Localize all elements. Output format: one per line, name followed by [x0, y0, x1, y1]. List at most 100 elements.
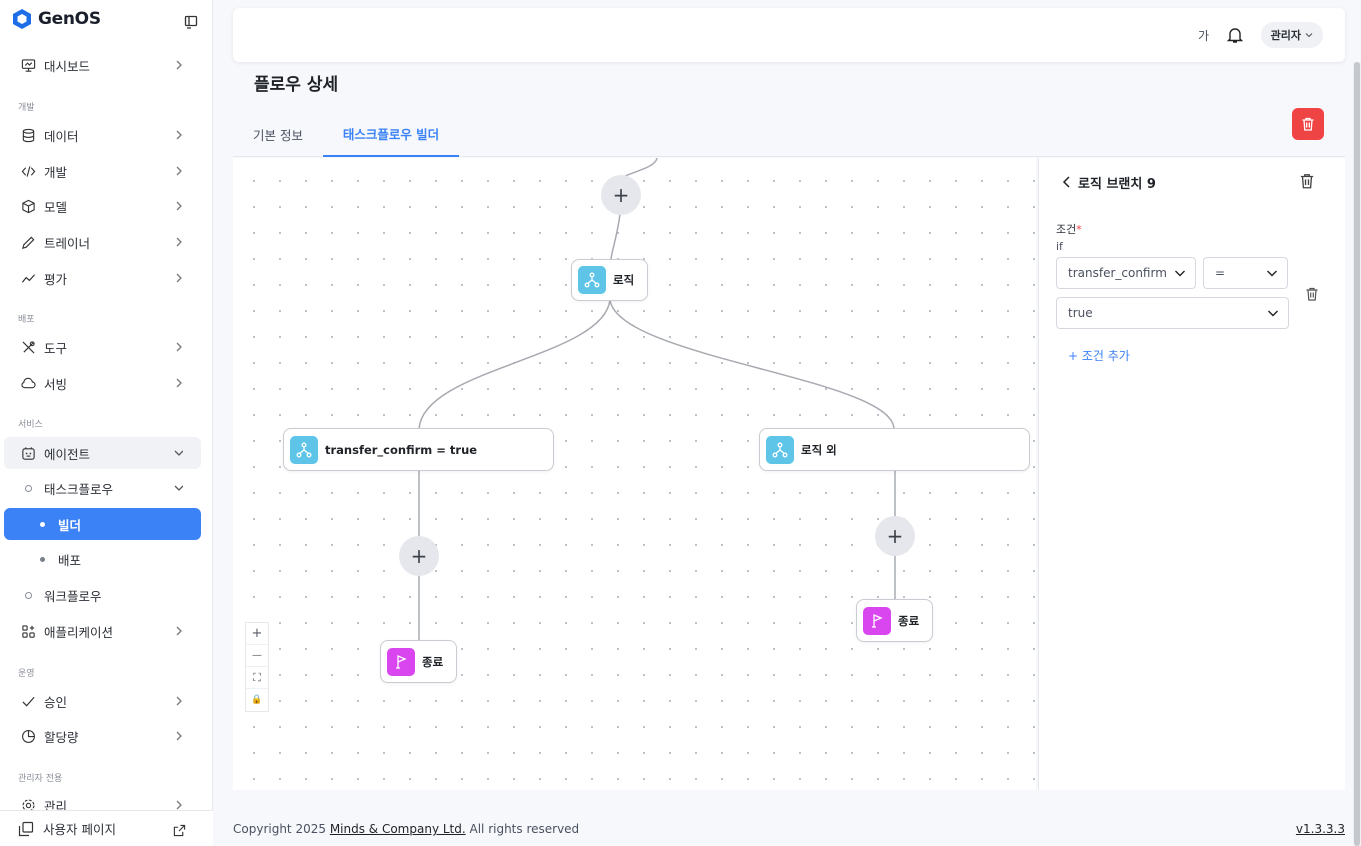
nav-section-admin: 관리자 전용 — [18, 774, 63, 784]
bell-icon[interactable] — [1226, 26, 1244, 44]
user-menu[interactable]: 관리자 — [1260, 22, 1323, 48]
app-name: GenOS — [38, 9, 101, 29]
zoom-out-button[interactable]: — — [246, 645, 268, 667]
trend-icon — [20, 270, 36, 286]
trash-icon[interactable] — [1304, 286, 1320, 302]
cloud-icon — [20, 375, 36, 391]
add-node-button[interactable]: + — [601, 175, 641, 215]
condition-value-select[interactable]: true — [1056, 297, 1289, 329]
edge — [418, 299, 611, 430]
sidebar-item-workflow[interactable]: 워크플로우 — [4, 579, 201, 611]
add-node-button[interactable]: + — [399, 536, 439, 576]
chevron-right-icon — [176, 166, 182, 176]
sidebar-item-dashboard[interactable]: 대시보드 — [4, 49, 201, 81]
chevron-right-icon — [176, 237, 182, 247]
genos-logo-icon — [13, 9, 31, 29]
flag-icon — [863, 606, 891, 635]
nav-section-deploy: 배포 — [18, 315, 35, 325]
end-node[interactable]: 종료 — [380, 640, 457, 683]
sidebar-item-label: 모델 — [44, 199, 68, 215]
sidebar-item-trainer[interactable]: 트레이너 — [4, 226, 201, 258]
user-page-link[interactable]: 사용자 페이지 — [0, 810, 213, 846]
sidebar-item-data[interactable]: 데이터 — [4, 119, 201, 151]
sidebar-item-label: 배포 — [58, 552, 82, 568]
sidebar-collapse-icon[interactable] — [183, 14, 199, 30]
back-arrow-icon[interactable] — [1061, 175, 1073, 189]
chevron-down-icon — [1267, 270, 1277, 277]
sidebar-item-label: 할당량 — [44, 729, 79, 745]
sidebar-item-label: 애플리케이션 — [44, 624, 114, 640]
node-label: 종료 — [898, 613, 920, 628]
branch-node-true[interactable]: transfer_confirm = true — [283, 428, 554, 471]
sidebar-item-manage[interactable]: 관리 — [4, 789, 201, 821]
sidebar-item-taskflow[interactable]: 태스크플로우 — [4, 472, 201, 504]
dot-icon — [34, 551, 50, 567]
logo[interactable]: GenOS — [12, 8, 101, 30]
branch-node-else[interactable]: 로직 외 — [759, 428, 1030, 471]
zoom-in-button[interactable]: + — [246, 623, 268, 645]
language-toggle[interactable]: 가 — [1197, 29, 1209, 43]
edge — [610, 213, 621, 261]
top-header: 가 관리자 — [233, 8, 1345, 62]
pie-icon — [20, 728, 36, 744]
circle-icon — [20, 480, 36, 496]
trash-icon[interactable] — [1298, 172, 1316, 190]
sidebar-item-tools[interactable]: 도구 — [4, 331, 201, 363]
lock-button[interactable]: 🔒 — [251, 695, 263, 705]
sidebar-item-applications[interactable]: 애플리케이션 — [4, 615, 201, 647]
if-label: if — [1056, 240, 1063, 253]
nav-section-dev: 개발 — [18, 103, 35, 113]
properties-panel: 로직 브랜치 9 조건* if transfer_confirm = true … — [1038, 158, 1345, 790]
chevron-right-icon — [176, 60, 182, 70]
sidebar-item-serving[interactable]: 서빙 — [4, 367, 201, 399]
trash-icon — [1302, 117, 1314, 131]
tab-taskflow-builder[interactable]: 태스크플로우 빌더 — [323, 112, 459, 157]
apps-icon — [20, 623, 36, 639]
sidebar-item-deploy-sub[interactable]: 배포 — [4, 543, 201, 575]
copyright-prefix: Copyright 2025 — [233, 822, 330, 836]
cube-icon — [20, 198, 36, 214]
version-link[interactable]: v1.3.3.3 — [1295, 822, 1345, 836]
chevron-down-icon — [1268, 310, 1278, 317]
external-link-icon — [173, 824, 186, 837]
chevron-down-icon — [1305, 33, 1313, 38]
condition-label: 조건* — [1056, 221, 1082, 237]
tab-basic-info[interactable]: 기본 정보 — [253, 128, 303, 143]
sidebar-item-agent[interactable]: 에이전트 — [4, 437, 201, 469]
copyright: Copyright 2025 Minds & Company Ltd. All … — [233, 822, 579, 836]
sidebar-item-approval[interactable]: 승인 — [4, 685, 201, 717]
scrollbar-thumb[interactable] — [1354, 62, 1360, 846]
chevron-right-icon — [176, 342, 182, 352]
panel-title: 로직 브랜치 9 — [1078, 177, 1156, 192]
edge — [609, 299, 895, 430]
sidebar-item-develop[interactable]: 개발 — [4, 155, 201, 187]
sidebar-item-label: 에이전트 — [44, 446, 91, 462]
chevron-right-icon — [176, 130, 182, 140]
chevron-down-icon — [174, 450, 183, 456]
chevron-down-icon — [1175, 270, 1185, 277]
sidebar-item-label: 도구 — [44, 340, 68, 356]
flag-icon — [387, 647, 415, 676]
page-scrollbar[interactable] — [1353, 62, 1361, 846]
logic-node[interactable]: 로직 — [571, 259, 648, 301]
sidebar-item-model[interactable]: 모델 — [4, 190, 201, 222]
flow-edges — [418, 158, 896, 641]
sidebar-item-label: 워크플로우 — [44, 588, 102, 604]
condition-operator-select[interactable]: = — [1203, 257, 1288, 289]
tab-bar: 기본 정보 태스크플로우 빌더 — [233, 112, 1345, 157]
end-node[interactable]: 종료 — [856, 599, 933, 642]
fit-view-button[interactable]: ⛶ — [246, 667, 268, 689]
node-label: 종료 — [422, 654, 444, 669]
chevron-right-icon — [176, 800, 182, 810]
sidebar-item-builder[interactable]: 빌더 — [4, 508, 201, 540]
node-label: 로직 외 — [801, 442, 837, 457]
delete-flow-button[interactable] — [1292, 108, 1324, 140]
sidebar-item-quota[interactable]: 할당량 — [4, 720, 201, 752]
add-node-button[interactable]: + — [875, 516, 915, 556]
add-condition-button[interactable]: + 조건 추가 — [1068, 349, 1130, 363]
condition-field-select[interactable]: transfer_confirm — [1056, 257, 1196, 289]
sidebar-item-evaluation[interactable]: 평가 — [4, 262, 201, 294]
dot-icon — [34, 516, 50, 532]
flow-canvas[interactable]: + 로직 transfer_confirm = true 로직 외 + + 종료… — [233, 158, 1036, 790]
company-link[interactable]: Minds & Company Ltd. — [329, 822, 466, 836]
